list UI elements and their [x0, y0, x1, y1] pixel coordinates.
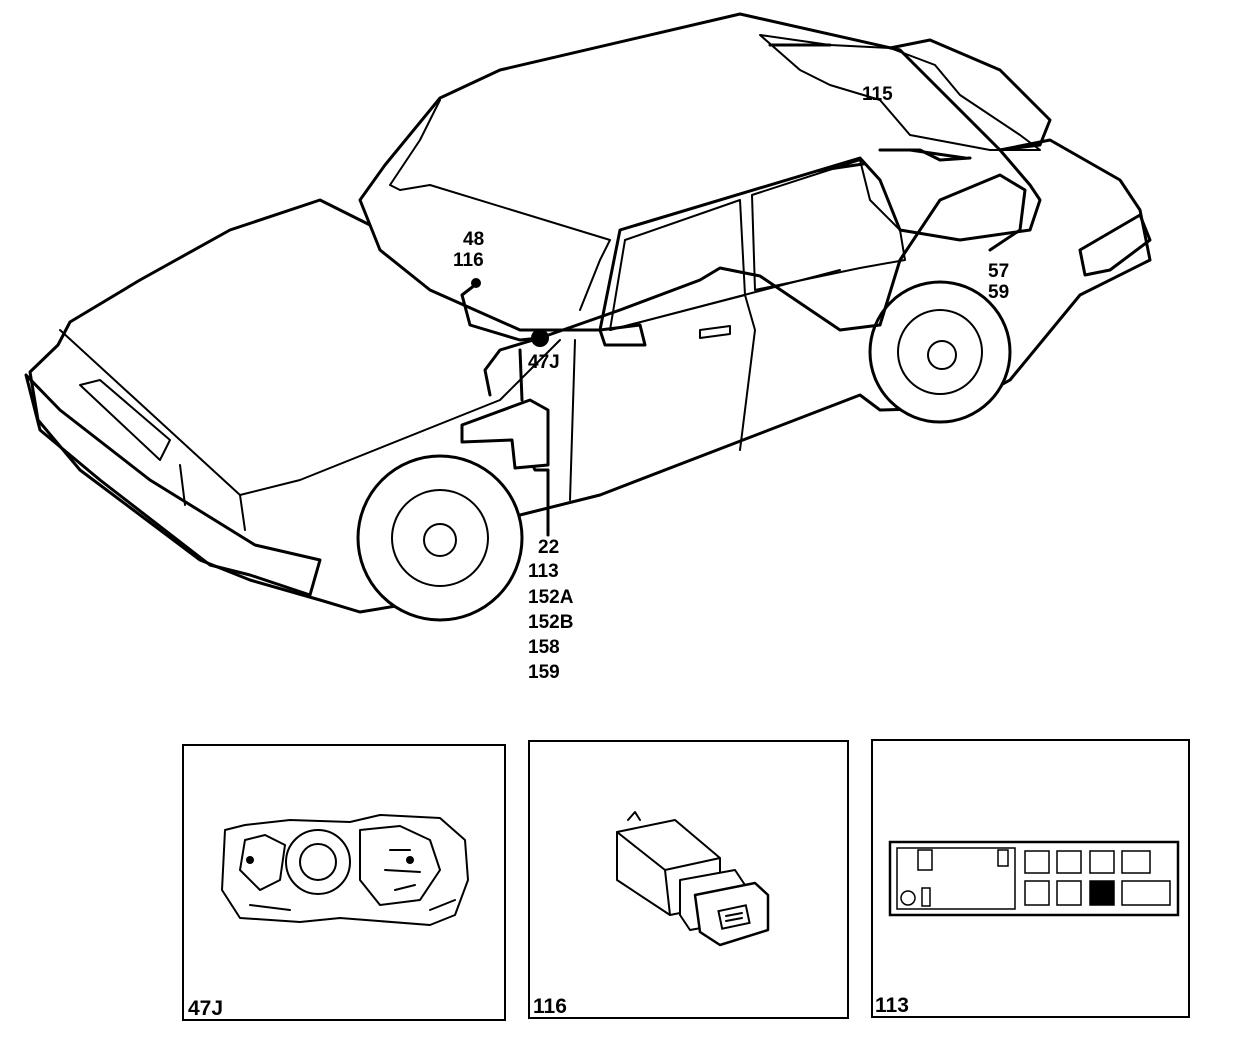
door-lines [569, 269, 841, 501]
car-body-outline [28, 98, 1152, 614]
windshield [389, 99, 611, 311]
car-illustration [24, 12, 1152, 622]
callout-152b: 152B [528, 612, 573, 633]
callout-48: 48 [463, 229, 484, 250]
callout-158: 158 [528, 637, 560, 658]
callout-59: 59 [988, 282, 1009, 303]
inset-116: 116 [528, 740, 849, 1019]
inset-113-label: 113 [875, 994, 909, 1017]
harness-drop [483, 336, 542, 402]
callout-159: 159 [528, 662, 560, 683]
fusebox-on-car [460, 398, 550, 470]
inset-47j-label: 47J [188, 997, 223, 1020]
callout-113: 113 [528, 561, 559, 582]
inset-116-label: 116 [533, 995, 567, 1018]
inset-113: 113 [871, 739, 1190, 1018]
rear-hub [927, 340, 957, 370]
inset-47j: 47J [182, 744, 506, 1021]
callout-152a: 152A [528, 587, 574, 608]
callout-115: 115 [862, 84, 893, 105]
car-roof [358, 12, 1042, 332]
callout-47j: 47J [528, 352, 560, 373]
side-mirror [598, 323, 647, 347]
rear-bumper [1078, 213, 1152, 277]
rear-spoiler [888, 38, 1052, 152]
grille [79, 379, 246, 531]
door-handle [699, 325, 731, 339]
front-hubcap [391, 489, 489, 587]
front-wheel [356, 454, 524, 622]
connector-116 [471, 278, 481, 288]
rear-wheel [868, 280, 1012, 424]
front-bumper [24, 373, 322, 597]
instrument-cluster-icon [221, 814, 469, 926]
callout-116: 116 [453, 250, 484, 271]
rear-side-window [751, 159, 906, 291]
front-hub [423, 523, 457, 557]
rocker-switch-icon [616, 811, 770, 947]
inset-47j-frame [182, 744, 506, 1021]
harness-roof-to-rear [538, 173, 1027, 340]
rear-window-heater [768, 43, 967, 160]
fuse-relay-box-icon [888, 840, 1180, 917]
harness-switch-feed [460, 283, 542, 342]
callout-22: 22 [538, 537, 559, 558]
wiring-harness [460, 43, 1027, 537]
connector-47j [531, 329, 549, 347]
callout-57: 57 [988, 261, 1009, 282]
rear-hubcap [897, 309, 983, 395]
harness-rear-window [878, 148, 972, 162]
callouts: 48 116 47J 115 57 59 22 113 152A 152B 15… [453, 84, 1009, 683]
